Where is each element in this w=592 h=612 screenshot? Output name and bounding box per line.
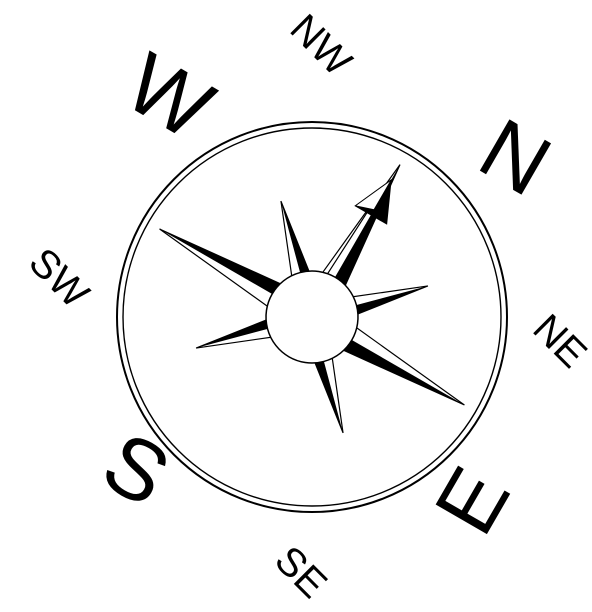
label-n: N	[464, 100, 566, 214]
label-se: SE	[266, 538, 335, 607]
label-e: E	[417, 452, 529, 550]
label-s: S	[87, 414, 185, 526]
label-w: W	[110, 35, 228, 159]
label-sw: SW	[20, 240, 97, 317]
star-point-east-long	[334, 322, 471, 417]
label-ne: NE	[525, 306, 592, 376]
star-point-west-long	[153, 217, 290, 312]
label-nw: NW	[282, 6, 360, 84]
center-hub	[249, 254, 375, 380]
